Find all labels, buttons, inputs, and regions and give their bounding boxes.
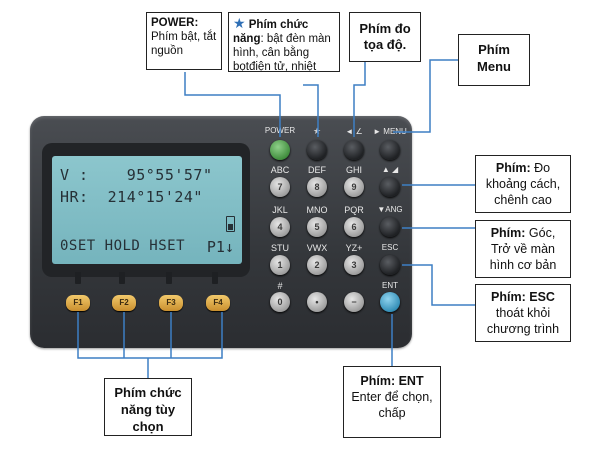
f1-key[interactable]: F1 [66, 295, 90, 311]
keypad-letters: PQR [344, 205, 364, 215]
callout-star-text: : bật đèn màn hình, cân bằng bọtđiện tử,… [233, 33, 331, 72]
menu-connector [393, 59, 458, 133]
softkey-tick [166, 272, 172, 284]
battery-icon [226, 216, 235, 232]
callout-star-title: Phím chức năng [233, 19, 309, 45]
esc-connector [402, 264, 475, 306]
angle-button[interactable] [380, 217, 400, 237]
lcd-page-indicator: P1↓ [206, 238, 234, 256]
callout-distance: Phím: Đo khoảng cách, chênh cao [475, 155, 571, 213]
f2-key[interactable]: F2 [112, 295, 136, 311]
key-9[interactable]: 9 [344, 177, 364, 197]
keypad-letters: MNO [306, 205, 328, 215]
key-6[interactable]: 6 [344, 217, 364, 237]
distance-button[interactable] [380, 177, 400, 197]
coord-connector [353, 62, 366, 137]
coordinate-button[interactable] [344, 140, 364, 160]
lcd-line-vertical-angle: V : 95°55'57" [60, 166, 213, 184]
keypad-letters: JKL [272, 205, 288, 215]
keypad-letters: # [277, 281, 283, 291]
callout-angle-text: Góc, Trở về màn hình cơ bản [489, 226, 557, 272]
key-dot[interactable]: • [307, 292, 327, 312]
key-0[interactable]: 0 [270, 292, 290, 312]
callout-esc-title: Phím: ESC [491, 290, 555, 304]
angle-key-label: ▼ANG [377, 205, 403, 214]
softkey-tick [212, 272, 218, 284]
callout-power-title: POWER: [151, 17, 199, 29]
distance-key-label: ▲ ◢ [381, 165, 399, 174]
fn-connector-bar [77, 312, 223, 359]
callout-ent-text: Enter để chọn, chấp [351, 390, 433, 420]
softkey-tick [75, 272, 81, 284]
ent-key-label: ENT [382, 281, 398, 290]
callout-function-keys-title: Phím chức năng tùy chọn [114, 385, 182, 434]
esc-key-label: ESC [381, 243, 399, 252]
esc-button[interactable] [380, 255, 400, 275]
lcd-screen: V : 95°55'57" HR: 214°15'24" 0SET HOLD H… [52, 156, 242, 264]
star-icon: ★ [233, 15, 246, 31]
keypad-letters: DEF [308, 165, 326, 175]
callout-distance-title: Phím: [495, 161, 531, 175]
callout-coord: Phím đo tọa độ. [349, 12, 421, 62]
keypad-letters: YZ+ [345, 243, 363, 253]
key-minus[interactable]: − [344, 292, 364, 312]
key-1[interactable]: 1 [270, 255, 290, 275]
callout-distance-text: Đo khoảng cách, chênh cao [485, 161, 561, 207]
callout-function-keys: Phím chức năng tùy chọn [104, 378, 192, 436]
lcd-line-horizontal-angle: HR: 214°15'24" [60, 188, 203, 206]
callout-esc-text: thoát khỏi chương trình [486, 306, 560, 336]
menu-button[interactable] [380, 140, 400, 160]
callout-angle: Phím: Góc, Trở về màn hình cơ bản [475, 220, 571, 278]
keypad-letters: GHI [345, 165, 362, 175]
menu-key-label: ► MENU [373, 127, 407, 136]
key-4[interactable]: 4 [270, 217, 290, 237]
f3-key[interactable]: F3 [159, 295, 183, 311]
callout-ent-title: Phím: ENT [360, 374, 424, 388]
power-connector [184, 72, 281, 137]
key-7[interactable]: 7 [270, 177, 290, 197]
callout-esc: Phím: ESC thoát khỏi chương trình [475, 284, 571, 342]
callout-menu: Phím Menu [458, 34, 530, 86]
softkey-tick [119, 272, 125, 284]
power-button[interactable] [270, 140, 290, 160]
callout-star: ★ Phím chức năng: bật đèn màn hình, cân … [228, 12, 340, 72]
callout-power-text: Phím bật, tắt nguồn [151, 31, 217, 57]
star-key-label: ★ [312, 126, 322, 136]
keypad-letters: STU [271, 243, 289, 253]
key-3[interactable]: 3 [344, 255, 364, 275]
callout-power: POWER: Phím bật, tắt nguồn [146, 12, 222, 70]
key-5[interactable]: 5 [307, 217, 327, 237]
star-connector [303, 84, 319, 137]
star-button[interactable] [307, 140, 327, 160]
keypad-letters: VWX [306, 243, 328, 253]
callout-ent: Phím: ENT Enter để chọn, chấp [343, 366, 441, 438]
callout-angle-title: Phím: [490, 226, 526, 240]
callout-menu-title: Phím Menu [477, 42, 511, 74]
lcd-softkey-labels: 0SET HOLD HSET [60, 238, 186, 254]
ent-button[interactable] [380, 292, 400, 312]
f4-key[interactable]: F4 [206, 295, 230, 311]
keypad-letters: ABC [270, 165, 290, 175]
callout-coord-title: Phím đo tọa độ. [359, 21, 411, 52]
key-8[interactable]: 8 [307, 177, 327, 197]
key-2[interactable]: 2 [307, 255, 327, 275]
